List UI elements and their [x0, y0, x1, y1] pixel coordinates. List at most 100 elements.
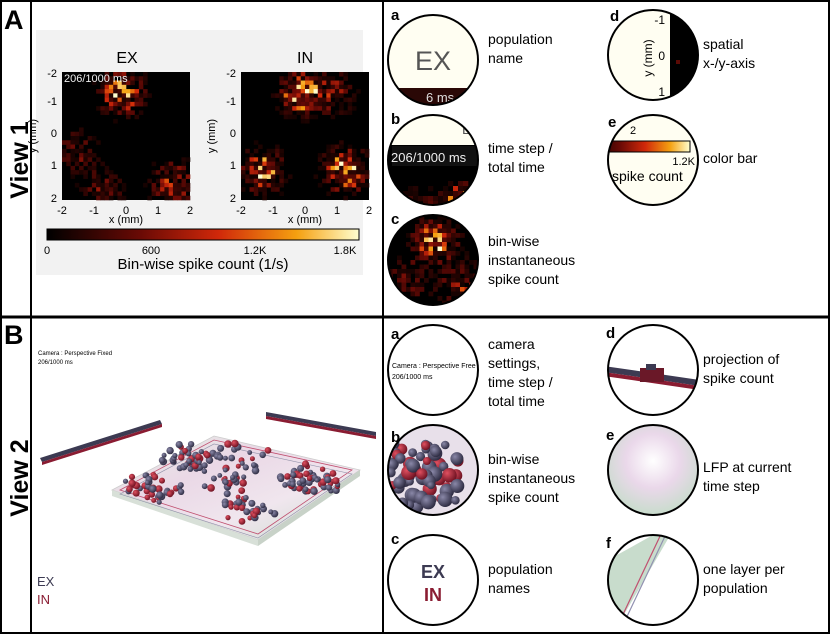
inset-colorbar-label: spike count	[612, 168, 683, 184]
legend-ex: EX	[37, 574, 55, 589]
ex-x-tick: 1	[155, 205, 161, 217]
ex-y-tick: 0	[51, 128, 57, 140]
callout-text: x-/y-axis	[703, 55, 755, 71]
in-x-tick: 2	[366, 205, 372, 217]
inset-y-tick: 1	[658, 85, 665, 99]
ex-y-tick: -2	[47, 68, 57, 80]
in-y-tick: 0	[230, 128, 236, 140]
ex-x-tick: 0	[123, 205, 129, 217]
callout-b2: b bin-wise instantaneous spike count	[387, 424, 575, 516]
inset-partial-time: 6 ms	[426, 90, 455, 105]
callout-text: population	[488, 561, 553, 577]
in-y-tick: -2	[226, 68, 236, 80]
in-heatmap	[241, 72, 370, 201]
legend-in: IN	[37, 592, 50, 607]
callout-text: total time	[488, 159, 545, 175]
inset-camera-text: Camera : Perspective Free	[392, 363, 476, 370]
callout-text: time step /	[488, 374, 553, 390]
callout-text: population	[488, 31, 553, 47]
callout-text: instantaneous	[488, 252, 575, 268]
callout-a4: -1 0 1 y (mm) d spatial x-/y-axis	[607, 8, 755, 101]
in-x-tick: -1	[268, 205, 278, 217]
inset-tick: 2	[630, 125, 636, 137]
in-x-axis-label: x (mm)	[288, 214, 322, 226]
callout-text: camera	[488, 336, 535, 352]
in-y-tick: -1	[226, 96, 236, 108]
inset-legend-ex: EX	[421, 562, 445, 582]
callout-text: spike count	[703, 370, 774, 386]
ex-x-tick: -1	[89, 205, 99, 217]
callout-b6: f one layer per population	[606, 534, 785, 626]
view-label-1: View 1	[6, 121, 34, 198]
callout-b5: e LFP at current time step	[606, 424, 792, 516]
callout-b3: EX IN c population names	[387, 531, 553, 626]
callout-a5: 2 -2 1.2K spike count e color bar	[607, 114, 758, 206]
callout-text: population	[703, 580, 768, 596]
colorbar-label: Bin-wise spike count (1/s)	[118, 256, 289, 273]
section-letter-a: A	[4, 5, 24, 35]
inset-y-label: y (mm)	[641, 39, 655, 76]
callout-letter: c	[391, 211, 399, 228]
callout-text: bin-wise	[488, 451, 540, 467]
callout-text: spike count	[488, 489, 559, 505]
section-letter-b: B	[4, 320, 24, 350]
callout-text: spike count	[488, 271, 559, 287]
callout-a1: EX 6 ms a population name	[387, 7, 553, 106]
ex-y-axis-label: y (mm)	[27, 119, 39, 153]
in-y-tick: 1	[230, 160, 236, 172]
in-y-tick: 2	[230, 193, 236, 205]
in-x-tick: 0	[302, 205, 308, 217]
inset-y-tick: 0	[658, 49, 665, 63]
callout-text: names	[488, 580, 530, 596]
in-y-axis-label: y (mm)	[206, 119, 218, 153]
colorbar-tick: 1.8K	[334, 245, 357, 257]
ex-y-tick: 2	[51, 193, 57, 205]
callout-text: bin-wise	[488, 233, 540, 249]
3d-scene	[40, 412, 376, 546]
colorbar-tick: 1.2K	[244, 245, 267, 257]
callout-text: spatial	[703, 36, 743, 52]
inset-tick: 1.2K	[672, 156, 695, 168]
callout-b4: d projection of spike count	[606, 324, 779, 416]
colorbar-tick: 0	[44, 245, 50, 257]
callout-text: instantaneous	[488, 470, 575, 486]
ex-heatmap-title: EX	[116, 50, 138, 67]
inset-time-text: 206/1000 ms	[391, 150, 467, 165]
callout-a3: c bin-wise instantaneous spike count	[387, 211, 575, 306]
inset-y-tick: -1	[654, 13, 665, 27]
callout-text: time step /	[488, 140, 553, 156]
time-step-text: 206/1000 ms	[38, 360, 73, 366]
colorbar	[46, 228, 360, 241]
in-heatmap-title: IN	[297, 50, 313, 67]
callout-letter: f	[606, 535, 612, 552]
ex-y-tick: -1	[47, 96, 57, 108]
callout-text: name	[488, 50, 523, 66]
inset-legend-in: IN	[424, 585, 442, 605]
ex-heatmap	[62, 72, 191, 201]
colorbar-tick: 600	[142, 245, 160, 257]
callout-text: total time	[488, 393, 545, 409]
ex-x-tick: 2	[187, 205, 193, 217]
callout-text: projection of	[703, 351, 779, 367]
callout-text: settings,	[488, 355, 540, 371]
callout-text: LFP at current	[703, 459, 792, 475]
callout-b1: Camera : Perspective Free 206/1000 ms a …	[387, 324, 553, 416]
callout-letter: c	[391, 531, 399, 548]
inset-time-text: 206/1000 ms	[392, 374, 433, 381]
callout-letter: d	[606, 325, 615, 342]
callout-letter: a	[391, 7, 400, 24]
camera-settings-text: Camera : Perspective Fixed	[38, 351, 112, 357]
callout-a2: EX 206/1000 ms b time step / total time	[387, 111, 553, 206]
callout-text: one layer per	[703, 561, 785, 577]
ex-x-axis-label: x (mm)	[109, 214, 143, 226]
in-x-tick: 1	[334, 205, 340, 217]
heatmap-time-overlay: 206/1000 ms	[64, 73, 128, 85]
callout-letter: b	[391, 111, 400, 128]
in-x-tick: -2	[236, 205, 246, 217]
callout-letter: b	[391, 429, 400, 446]
ex-x-tick: -2	[57, 205, 67, 217]
callout-letter: e	[608, 114, 616, 131]
inset-population-name: EX	[415, 46, 451, 76]
callout-letter: a	[391, 326, 400, 343]
